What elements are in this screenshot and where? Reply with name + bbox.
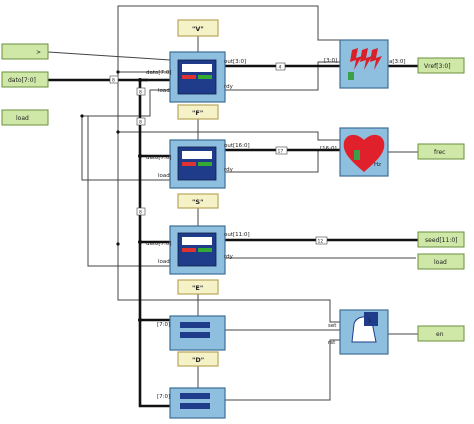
input-port-top[interactable]: > [1, 43, 49, 60]
frequency-block[interactable]: Hz [16:0] [320, 127, 389, 177]
svg-text:set: set [328, 323, 337, 329]
svg-text:dato[7:0]: dato[7:0] [8, 77, 36, 84]
output-port-seed[interactable]: seed[11:0] [417, 231, 465, 248]
svg-text:rdy: rdy [224, 167, 234, 173]
svg-text:load: load [158, 173, 170, 179]
svg-text:dato[7:0]: dato[7:0] [146, 70, 172, 76]
comparator-block-1[interactable]: [7:0] [157, 315, 226, 351]
svg-text:Vref[3:0]: Vref[3:0] [424, 63, 451, 70]
constant-s[interactable]: "S" [177, 193, 219, 209]
svg-text:[3:0]: [3:0] [324, 58, 337, 64]
constant-d[interactable]: "D" [177, 351, 219, 367]
constant-f[interactable]: "F" [177, 104, 219, 120]
input-port-dato[interactable]: dato[7:0] [1, 71, 49, 88]
svg-text:"F": "F" [192, 109, 203, 117]
svg-text:frec: frec [434, 149, 445, 156]
svg-text:out[11:0]: out[11:0] [224, 232, 250, 238]
svg-text:load: load [16, 115, 29, 122]
lightning-icon [348, 48, 382, 80]
svg-text:[16:0]: [16:0] [320, 146, 337, 152]
svg-text:17: 17 [278, 149, 284, 155]
svg-text:a[3:0]: a[3:0] [389, 59, 406, 65]
svg-text:4: 4 [279, 65, 282, 71]
enable-block[interactable]: 1 set rst [328, 309, 389, 355]
output-port-vref[interactable]: Vref[3:0] [417, 57, 465, 74]
bus-width-t2: 8 [136, 117, 146, 126]
bus-width-out1: 4 [275, 62, 286, 71]
output-port-frec[interactable]: frec [417, 143, 465, 160]
constant-v[interactable]: "V" [177, 19, 219, 37]
svg-text:load: load [158, 259, 170, 265]
input-port-load[interactable]: load [1, 109, 49, 126]
svg-text:"E": "E" [192, 284, 203, 292]
output-port-load[interactable]: load [417, 253, 465, 270]
bus-width-out3: 12 [315, 236, 328, 245]
equal-icon [180, 393, 210, 399]
svg-text:8: 8 [112, 78, 115, 84]
dac-block[interactable]: [3:0] a[3:0] [324, 39, 406, 89]
svg-text:rdy: rdy [224, 254, 234, 260]
junctions [80, 70, 142, 322]
svg-text:[7:0]: [7:0] [157, 394, 170, 400]
thin-wires [47, 5, 418, 401]
svg-text:"S": "S" [192, 198, 203, 206]
bus-width-dato: 8 [109, 75, 119, 84]
svg-text:>: > [36, 49, 41, 56]
svg-text:en: en [436, 331, 444, 338]
bus-width-t1: 8 [136, 87, 146, 96]
bus-width-markers: 8 4 17 12 8 8 8 [109, 62, 328, 245]
output-port-en[interactable]: en [417, 325, 465, 342]
register-block-3[interactable]: dato[7:0] load out[11:0] rdy [146, 225, 250, 275]
svg-text:Hz: Hz [374, 162, 381, 168]
svg-text:1: 1 [368, 318, 372, 324]
svg-text:rdy: rdy [224, 84, 234, 90]
svg-text:out[16:0]: out[16:0] [224, 143, 250, 149]
svg-text:"V": "V" [192, 25, 204, 33]
register-block-2[interactable]: dato[7:0] load out[16:0] rdy [146, 139, 250, 189]
comparator-block-2[interactable]: [7:0] [157, 387, 226, 419]
heart-icon [343, 134, 385, 172]
svg-text:"D": "D" [192, 356, 204, 364]
svg-text:load: load [434, 259, 447, 266]
bus-width-t3: 8 [136, 207, 146, 216]
constant-e[interactable]: "E" [177, 279, 219, 295]
svg-text:seed[11:0]: seed[11:0] [425, 237, 457, 244]
svg-text:8: 8 [139, 90, 142, 96]
svg-text:8: 8 [139, 210, 142, 216]
svg-text:rst: rst [328, 340, 336, 346]
svg-text:[7:0]: [7:0] [157, 322, 170, 328]
svg-text:dato[7:0]: dato[7:0] [146, 155, 172, 161]
equal-icon [180, 322, 210, 328]
bus-width-out2: 17 [275, 146, 288, 155]
register-block-1[interactable]: dato[7:0] load out[3:0] rdy [146, 51, 246, 103]
svg-text:load: load [158, 88, 170, 94]
svg-text:out[3:0]: out[3:0] [224, 59, 246, 65]
svg-text:12: 12 [318, 239, 324, 245]
svg-text:8: 8 [139, 120, 142, 126]
svg-text:dato[7:0]: dato[7:0] [146, 241, 172, 247]
